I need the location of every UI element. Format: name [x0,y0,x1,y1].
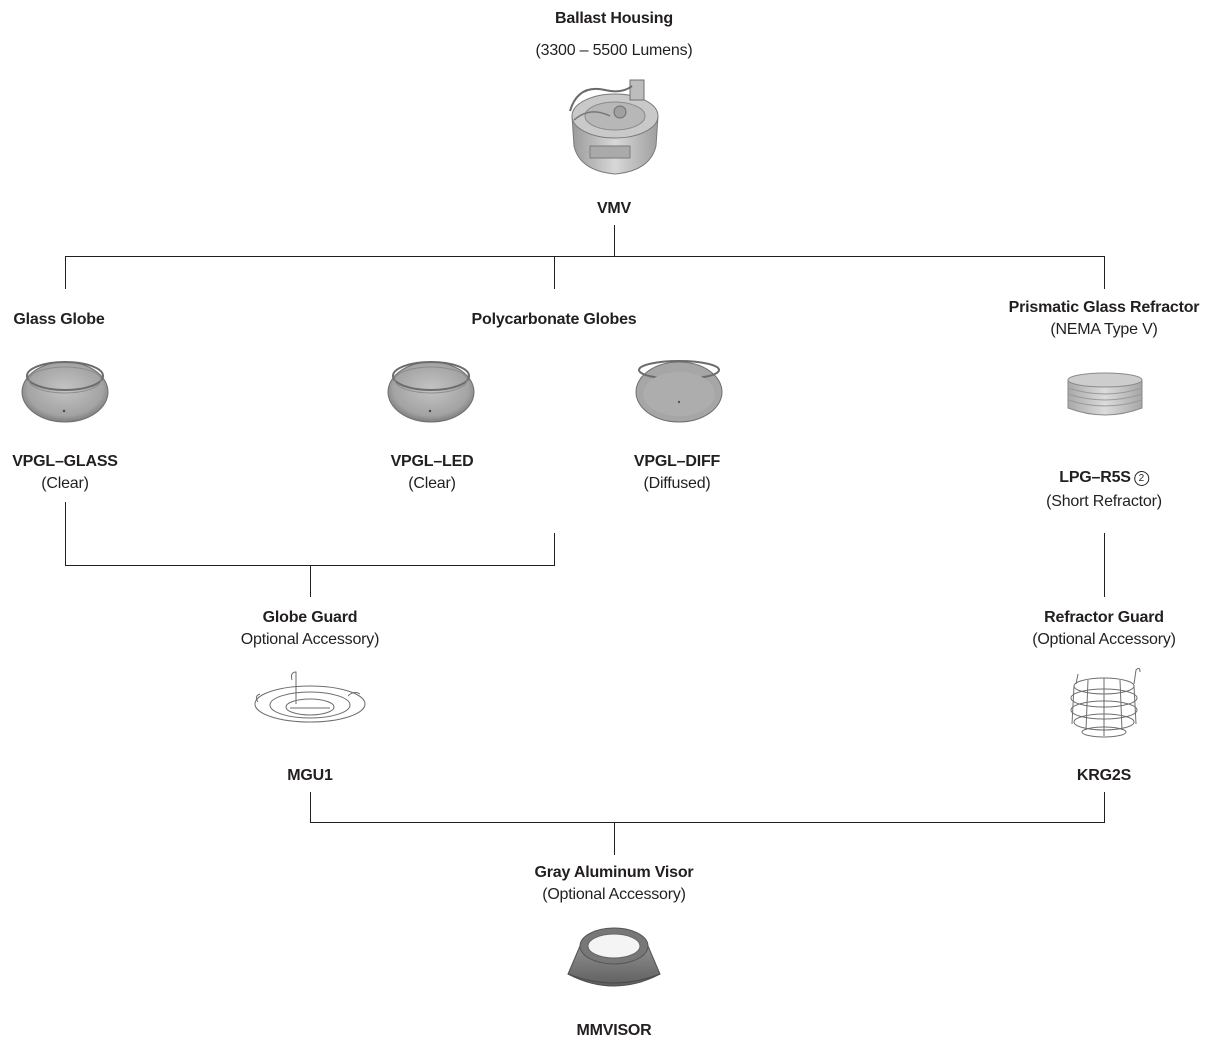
connector-krg2s-down [1104,792,1105,823]
visor-note: (Optional Accessory) [542,886,686,903]
connector-main-horizontal [65,256,1105,257]
connector-poly-down [554,256,555,289]
ballast-housing-image [569,79,659,175]
connector-mgu1-down [310,792,311,823]
connector-glass-down [65,256,66,289]
connector-vmv-down [614,225,615,257]
refractor-guard-note: (Optional Accessory) [1032,631,1176,648]
refractor-note: (Short Refractor) [1046,493,1162,510]
refractor-subheading: (NEMA Type V) [1050,321,1158,338]
connector-to-globe-guard [310,565,311,597]
polycarbonate-diffused-globe-image [635,360,723,423]
glass-globe-heading: Glass Globe [13,311,105,328]
globe-guard-image [254,671,366,723]
refractor-guard-image [1070,667,1141,738]
glass-globe-code: VPGL–GLASS [12,453,118,470]
visor-code: MMVISOR [576,1022,652,1039]
glass-globe-note: (Clear) [41,475,89,492]
footnote-marker: 2 [1133,471,1149,486]
visor-image [567,927,661,987]
connector-refractor-down [1104,256,1105,289]
connector-guards-horizontal [310,822,1105,823]
refractor-guard-code: KRG2S [1076,767,1132,784]
glass-globe-image [21,361,109,423]
globe-guard-heading: Globe Guard [262,609,358,626]
visor-heading: Gray Aluminum Visor [534,864,694,881]
ballast-code: VMV [596,200,632,217]
vpgl-diff-code: VPGL–DIFF [633,453,721,470]
polycarbonate-heading: Polycarbonate Globes [471,311,637,328]
vpgl-led-note: (Clear) [408,475,456,492]
connector-to-visor [614,822,615,855]
prismatic-refractor-image [1067,372,1143,416]
vpgl-led-code: VPGL–LED [390,453,474,470]
polycarbonate-led-globe-image [387,361,475,423]
globe-guard-code: MGU1 [287,767,333,784]
refractor-code-text: LPG–R5S [1059,469,1131,486]
connector-glass-to-guard [65,502,66,566]
refractor-guard-heading: Refractor Guard [1044,609,1164,626]
connector-refractor-to-guard [1104,533,1105,597]
ballast-subtitle: (3300 – 5500 Lumens) [535,42,693,59]
globe-guard-note: Optional Accessory) [240,631,380,648]
vpgl-diff-note: (Diffused) [643,475,711,492]
connector-led-to-guard [554,533,555,566]
refractor-heading: Prismatic Glass Refractor [1008,299,1200,316]
ballast-title: Ballast Housing [555,10,673,27]
